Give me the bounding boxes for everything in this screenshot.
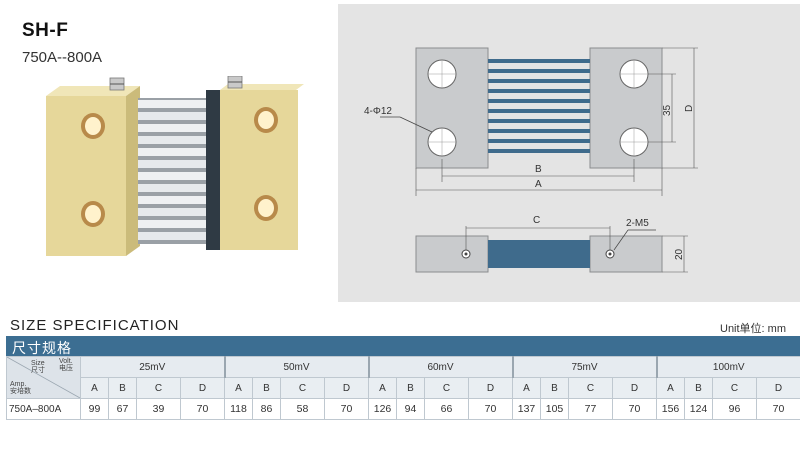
- spec-header-cn: 尺寸规格: [12, 340, 72, 356]
- unit-label: Unit单位: mm: [720, 323, 786, 335]
- top-view: [415, 47, 663, 169]
- value-cell: 67: [108, 398, 137, 420]
- dim-c-label: C: [533, 215, 540, 226]
- dim-a-label: A: [535, 179, 542, 190]
- screws-label: 2-M5: [626, 218, 649, 229]
- manganin-strips: [138, 98, 208, 244]
- col-a: A: [224, 377, 253, 399]
- dim-35-label: 35: [662, 104, 673, 116]
- spec-table: Size 尺寸 Volt. 电压 Amp. 安培数 25mV 50mV 60mV…: [6, 356, 800, 420]
- col-b: B: [396, 377, 425, 399]
- col-b: B: [540, 377, 569, 399]
- value-cell: 70: [756, 398, 800, 420]
- col-c: C: [424, 377, 469, 399]
- voltage-25mv: 25mV: [80, 356, 225, 378]
- col-a: A: [656, 377, 685, 399]
- product-subtitle: 750A--800A: [22, 49, 103, 66]
- dim-b-label: B: [535, 164, 542, 175]
- column-header-row: A B C D A B C D A B C D A B C D A B C D: [7, 377, 800, 399]
- col-b: B: [108, 377, 137, 399]
- spec-section-title: SIZE SPECIFICATION: [10, 317, 180, 334]
- value-cell: 70: [324, 398, 369, 420]
- col-d: D: [612, 377, 657, 399]
- product-title: SH-F: [22, 20, 69, 41]
- col-a: A: [368, 377, 397, 399]
- col-d: D: [324, 377, 369, 399]
- dim-20-label: 20: [674, 248, 685, 260]
- value-cell: 66: [424, 398, 469, 420]
- value-cell: 156: [656, 398, 685, 420]
- value-cell: 99: [80, 398, 109, 420]
- col-c: C: [280, 377, 325, 399]
- side-view: [415, 235, 663, 273]
- shunt-product-photo: [46, 76, 304, 256]
- corner-size-cn: 尺寸: [31, 367, 45, 374]
- corner-volt-cn: 电压: [59, 365, 73, 372]
- corner-amp-cn: 安培数: [10, 388, 31, 395]
- value-cell: 70: [612, 398, 657, 420]
- value-cell: 70: [468, 398, 513, 420]
- value-cell: 77: [568, 398, 613, 420]
- col-d: D: [756, 377, 800, 399]
- value-cell: 126: [368, 398, 397, 420]
- voltage-50mv: 50mV: [223, 356, 369, 378]
- col-d: D: [180, 377, 225, 399]
- technical-drawing-panel: 4-Φ12 B A 35 D: [338, 4, 800, 302]
- col-a: A: [80, 377, 109, 399]
- value-cell: 105: [540, 398, 569, 420]
- value-cell: 96: [712, 398, 757, 420]
- value-cell: 70: [180, 398, 225, 420]
- col-d: D: [468, 377, 513, 399]
- row-amp-label: 750A–800A: [6, 398, 81, 420]
- voltage-100mv: 100mV: [655, 356, 800, 378]
- corner-amp-en: Amp.: [10, 381, 27, 388]
- value-cell: 124: [684, 398, 713, 420]
- value-cell: 94: [396, 398, 425, 420]
- value-cell: 86: [252, 398, 281, 420]
- voltage-row: Size 尺寸 Volt. 电压 Amp. 安培数 25mV 50mV 60mV…: [6, 356, 800, 399]
- dim-d-label: D: [684, 105, 695, 112]
- col-c: C: [136, 377, 181, 399]
- value-cell: 58: [280, 398, 325, 420]
- col-b: B: [684, 377, 713, 399]
- value-cell: 137: [512, 398, 541, 420]
- table-row: 750A–800A 99 67 39 70 118 86 58 70 126 9…: [6, 398, 800, 420]
- holes-label: 4-Φ12: [364, 106, 392, 117]
- value-cell: 118: [224, 398, 253, 420]
- corner-size-en: Size: [31, 360, 45, 367]
- col-c: C: [712, 377, 757, 399]
- col-a: A: [512, 377, 541, 399]
- voltage-75mv: 75mV: [511, 356, 657, 378]
- corner-volt-en: Volt.: [59, 358, 73, 365]
- col-c: C: [568, 377, 613, 399]
- col-b: B: [252, 377, 281, 399]
- corner-cell: Size 尺寸 Volt. 电压 Amp. 安培数: [6, 356, 81, 399]
- value-cell: 39: [136, 398, 181, 420]
- dimension-drawing: 4-Φ12 B A 35 D: [364, 47, 698, 273]
- spec-table-header-bar: 尺寸规格: [6, 336, 800, 356]
- voltage-60mv: 60mV: [367, 356, 513, 378]
